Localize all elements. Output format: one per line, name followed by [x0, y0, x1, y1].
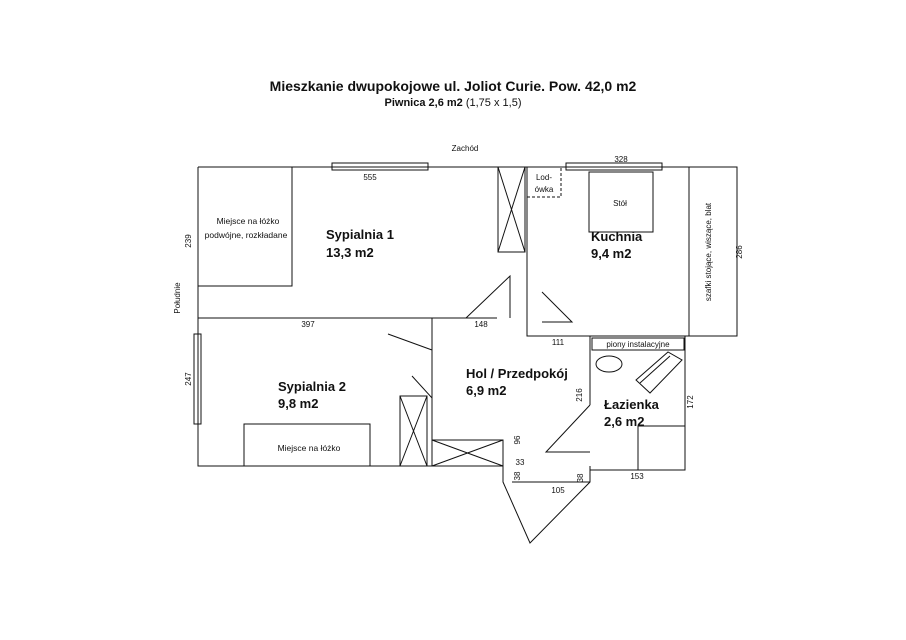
fridge: [526, 166, 562, 198]
dim-33: 33: [516, 458, 525, 467]
room-name-sypialnia2: Sypialnia 2: [278, 379, 346, 394]
dim-239: 239: [184, 234, 193, 248]
basement-dimensions: (1,75 x 1,5): [462, 97, 522, 109]
sink: [595, 355, 623, 373]
door-bedroom1: [465, 274, 511, 319]
room-name-kuchnia: Kuchnia: [591, 229, 643, 244]
room-area-sypialnia1: 13,3 m2: [326, 245, 374, 260]
wardrobe-bedroom2-cross-b: [399, 395, 428, 467]
door-bedroom2: [387, 333, 433, 400]
room-area-sypialnia2: 9,8 m2: [278, 396, 318, 411]
wardrobe-hall-cross-b: [431, 439, 504, 467]
dim-286: 286: [735, 245, 744, 259]
dim-247: 247: [184, 372, 193, 386]
door-bathroom: [544, 404, 591, 453]
room-name-sypialnia1: Sypialnia 1: [326, 227, 394, 242]
dim-555: 555: [363, 173, 377, 182]
table-kitchen: [588, 171, 654, 233]
dim-111: 111: [552, 338, 565, 347]
room-name-hol: Hol / Przedpokój: [466, 366, 568, 381]
plan-title: Mieszkanie dwupokojowe ul. Joliot Curie.…: [269, 78, 637, 94]
installations-label: piony instalacyjne: [606, 340, 670, 349]
wardrobe-hall: [431, 439, 504, 467]
table-label: Stół: [613, 199, 627, 208]
dim-38-right: 38: [576, 473, 585, 482]
wardrobe-bedroom2: [399, 395, 428, 467]
bed-bedroom1: [198, 167, 293, 287]
bathtub-edge: [639, 355, 671, 384]
installation-shafts: [591, 337, 685, 351]
dim-105: 105: [551, 486, 565, 495]
room-area-hol: 6,9 m2: [466, 383, 506, 398]
room-area-kuchnia: 9,4 m2: [591, 246, 631, 261]
wardrobe-bedroom1: [497, 166, 526, 253]
dim-216: 216: [575, 388, 584, 402]
dim-96: 96: [513, 435, 522, 444]
bed1-label-line1: Miejsce na łóżko: [217, 216, 280, 226]
entrance-vestibule: [502, 466, 591, 544]
dim-397: 397: [301, 320, 315, 329]
window-bedroom1: [331, 162, 429, 171]
dim-38-left: 38: [513, 471, 522, 480]
compass-south: Południe: [173, 282, 182, 314]
basement-area: Piwnica 2,6 m2: [384, 97, 463, 109]
bed-bedroom2: [243, 423, 371, 467]
window-kitchen: [565, 162, 663, 171]
bed2-label: Miejsce na łóżko: [278, 443, 341, 453]
bathtub: [635, 351, 683, 394]
fridge-label-line2: ówka: [535, 185, 554, 194]
wall-bedroom1-bedroom2: [198, 317, 433, 350]
bed1-label-line2: podwójne, rozkładane: [205, 230, 288, 240]
dim-172: 172: [686, 395, 695, 409]
compass-west: Zachód: [452, 144, 479, 153]
fridge-label-line1: Lod-: [536, 173, 552, 182]
window-bedroom2: [193, 333, 202, 425]
wardrobe-bedroom1-cross-b: [497, 166, 526, 253]
door-kitchen: [541, 291, 574, 323]
cabinets-label: szafki stojące, wiszące, blat: [704, 202, 713, 301]
dim-153: 153: [630, 472, 644, 481]
kitchen-cabinets: [688, 166, 738, 337]
room-name-lazienka: Łazienka: [604, 397, 660, 412]
shower-area: [637, 425, 685, 470]
dim-328: 328: [614, 155, 628, 164]
plan-subtitle: Piwnica 2,6 m2 (1,75 x 1,5): [0, 97, 906, 109]
room-area-lazienka: 2,6 m2: [604, 414, 644, 429]
wall-kitchen-hall: [526, 318, 590, 337]
dim-148: 148: [474, 320, 488, 329]
